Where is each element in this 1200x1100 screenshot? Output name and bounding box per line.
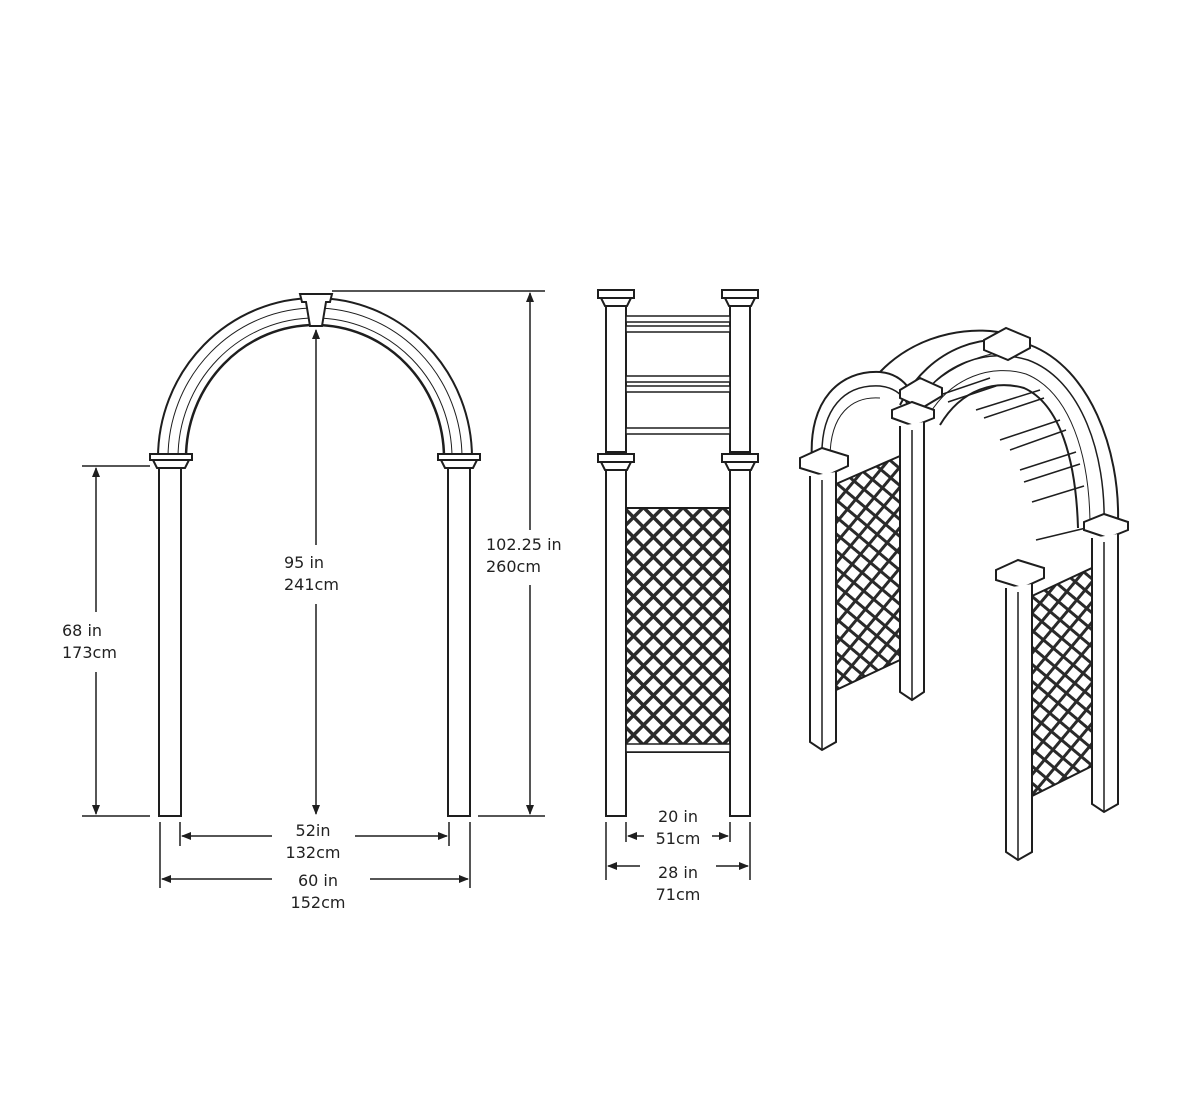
side-dimensions [605,822,751,880]
outer-width-in: 60 in [297,871,339,890]
right-lattice-panel [1031,566,1093,798]
outer-width-cm: 152cm [290,893,346,912]
front-right-post [447,467,471,817]
inner-depth-in: 20 in [657,807,699,826]
outer-depth-in: 28 in [657,863,699,882]
post-height-cm: 173cm [62,643,117,662]
outer-depth-label: 28 in 71cm [656,862,701,906]
inner-height-cm: 241cm [284,575,339,594]
inner-depth-cm: 51cm [655,829,701,848]
front-keystone [298,293,334,327]
front-keystone-perspective [983,326,1031,362]
left-lattice-panel [835,454,901,692]
side-mid-right-cap [721,453,759,471]
front-dimensions [82,290,545,888]
side-mid-left-cap [597,453,635,471]
outer-width-label: 60 in 152cm [291,870,346,914]
front-view [149,293,481,817]
roof-slats [939,377,1087,541]
front-left-capital [149,453,193,469]
inner-height-label: 95 in 241cm [284,552,339,596]
side-right-post [729,469,751,817]
inner-depth-label: 20 in 51cm [656,806,701,850]
side-slats [625,315,731,435]
front-right-capital [437,453,481,469]
inner-width-cm: 132cm [285,843,341,862]
total-height-cm: 260cm [486,557,541,576]
perspective-view [799,326,1129,862]
side-top-left-cap [597,289,635,307]
inner-width-in: 52in [295,821,331,840]
side-lattice-panel [625,507,731,753]
inner-width-label: 52in 132cm [286,820,341,864]
side-view [597,289,759,817]
side-left-post [605,469,627,817]
front-left-post [158,467,182,817]
post-height-in: 68 in [62,621,103,640]
outer-depth-cm: 71cm [655,885,701,904]
side-top-right-cap [721,289,759,307]
total-height-label: 102.25 in 260cm [486,534,562,578]
post-height-label: 68 in 173cm [62,620,117,664]
rear-keystone [899,376,943,410]
inner-height-in: 95 in [284,553,325,572]
total-height-in: 102.25 in [486,535,562,554]
